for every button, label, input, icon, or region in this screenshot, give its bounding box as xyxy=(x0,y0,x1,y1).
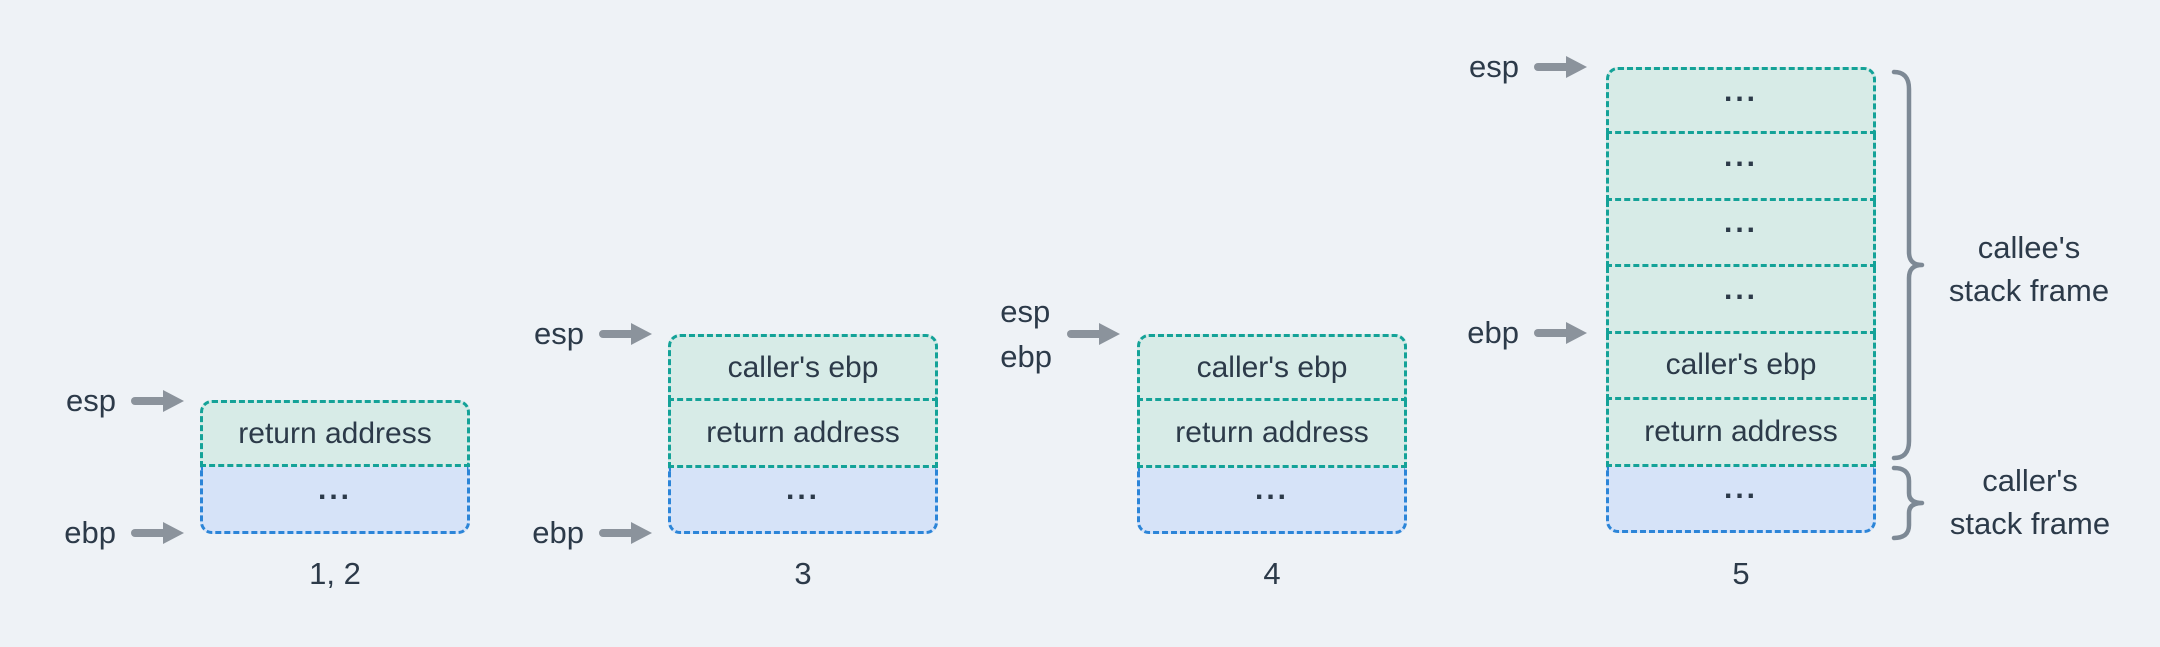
right-arrow-icon xyxy=(1534,56,1587,78)
esp-pointer: esp xyxy=(0,383,185,418)
ebp-pointer: ebp xyxy=(413,515,653,550)
cell-return-address: return address xyxy=(200,400,470,467)
cell-ellipsis: ... xyxy=(1606,200,1876,267)
cell-callers-ebp: caller's ebp xyxy=(1606,333,1876,400)
cell-label: return address xyxy=(238,416,432,450)
cell-label: caller's ebp xyxy=(727,350,879,384)
cell-label: ... xyxy=(1723,74,1758,108)
ebp-register-label: ebp xyxy=(1000,339,1052,374)
cell-label: ... xyxy=(1723,472,1758,506)
cell-ellipsis: ... xyxy=(1137,467,1407,534)
callee-frame-label-line2: stack frame xyxy=(1948,273,2110,308)
right-arrow-icon xyxy=(1534,322,1587,344)
cell-label: ... xyxy=(1723,139,1758,173)
esp-register-label: esp xyxy=(1000,294,1051,329)
cell-label: return address xyxy=(1644,414,1838,448)
caller-frame-label-line1: caller's xyxy=(1982,463,2078,498)
cell-ellipsis: ... xyxy=(1606,67,1876,134)
ebp-pointer: ebp xyxy=(1348,315,1588,350)
cell-ellipsis: ... xyxy=(1606,466,1876,533)
cell-label: ... xyxy=(317,472,352,506)
step-caption: 1, 2 xyxy=(309,556,361,591)
stack-box: return address ... xyxy=(200,400,470,534)
cell-label: ... xyxy=(785,473,820,507)
stack-box: caller's ebp return address ... xyxy=(668,334,938,534)
caller-frame-brace-icon xyxy=(1891,465,1925,541)
cell-label: ... xyxy=(1723,206,1758,240)
cell-return-address: return address xyxy=(668,401,938,468)
stack-box: ... ... ... ... caller's ebp return addr… xyxy=(1606,67,1876,533)
cell-label: caller's ebp xyxy=(1665,348,1817,382)
cell-label: return address xyxy=(1175,415,1369,449)
stack-box: caller's ebp return address ... xyxy=(1137,334,1407,534)
step-caption: 3 xyxy=(794,556,812,591)
cell-label: caller's ebp xyxy=(1196,350,1348,384)
cell-ellipsis: ... xyxy=(200,467,470,534)
step-caption: 5 xyxy=(1732,556,1750,591)
cell-ellipsis: ... xyxy=(1606,267,1876,334)
ebp-register-label: ebp xyxy=(532,515,584,550)
cell-ellipsis: ... xyxy=(1606,134,1876,201)
caller-frame-label-line2: stack frame xyxy=(1949,506,2111,541)
ebp-register-label: ebp xyxy=(1467,315,1519,350)
caller-frame-label: caller's stack frame xyxy=(1930,459,2130,545)
esp-pointer: esp xyxy=(1348,49,1588,84)
cell-label: ... xyxy=(1254,473,1289,507)
register-labels: esp ebp xyxy=(1000,289,1052,379)
ebp-pointer: ebp xyxy=(0,515,185,550)
right-arrow-icon xyxy=(599,522,652,544)
callee-frame-label-line1: callee's xyxy=(1977,230,2081,265)
step-caption: 4 xyxy=(1263,556,1281,591)
cell-callers-ebp: caller's ebp xyxy=(668,334,938,401)
cell-label: ... xyxy=(1723,272,1758,306)
right-arrow-icon xyxy=(131,522,184,544)
cell-ellipsis: ... xyxy=(668,467,938,534)
esp-register-label: esp xyxy=(534,316,584,351)
esp-register-label: esp xyxy=(66,383,116,418)
cell-return-address: return address xyxy=(1606,400,1876,467)
ebp-register-label: ebp xyxy=(64,515,116,550)
cell-callers-ebp: caller's ebp xyxy=(1137,334,1407,401)
esp-pointer: esp xyxy=(413,316,653,351)
right-arrow-icon xyxy=(599,323,652,345)
cell-return-address: return address xyxy=(1137,401,1407,468)
cell-label: return address xyxy=(706,415,900,449)
callee-frame-label: callee's stack frame xyxy=(1929,226,2129,312)
callee-frame-brace-icon xyxy=(1891,69,1925,461)
right-arrow-icon xyxy=(1067,323,1120,345)
esp-register-label: esp xyxy=(1469,49,1519,84)
esp-ebp-pointer: esp ebp xyxy=(881,288,1121,380)
right-arrow-icon xyxy=(131,390,184,412)
